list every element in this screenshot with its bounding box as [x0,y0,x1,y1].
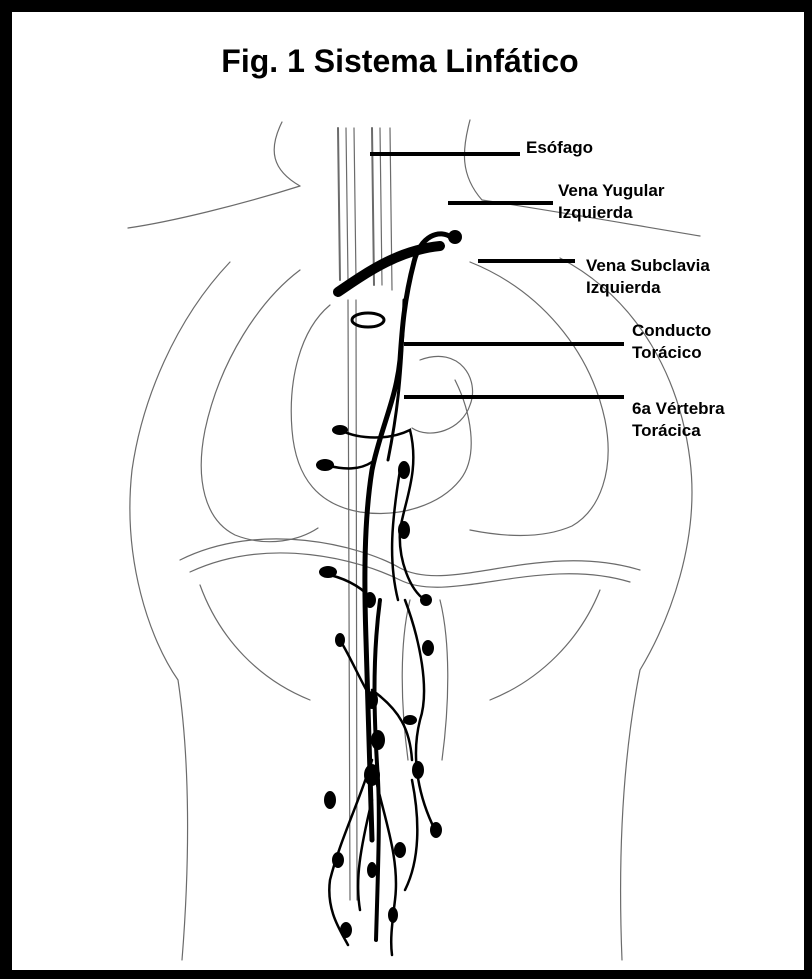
subclavian-vein [338,246,440,292]
label-esofago: Esófago [526,137,593,159]
aorta-section [352,313,384,327]
label-conducto-toracico: Conducto Torácico [632,320,711,364]
duct-terminus [448,230,462,244]
label-vena-subclavia: Vena Subclavia Izquierda [586,255,710,299]
label-vena-yugular: Vena Yugular Izquierda [558,180,664,224]
label-vertebra: 6a Vértebra Torácica [632,398,725,442]
lymph-network [325,430,435,955]
